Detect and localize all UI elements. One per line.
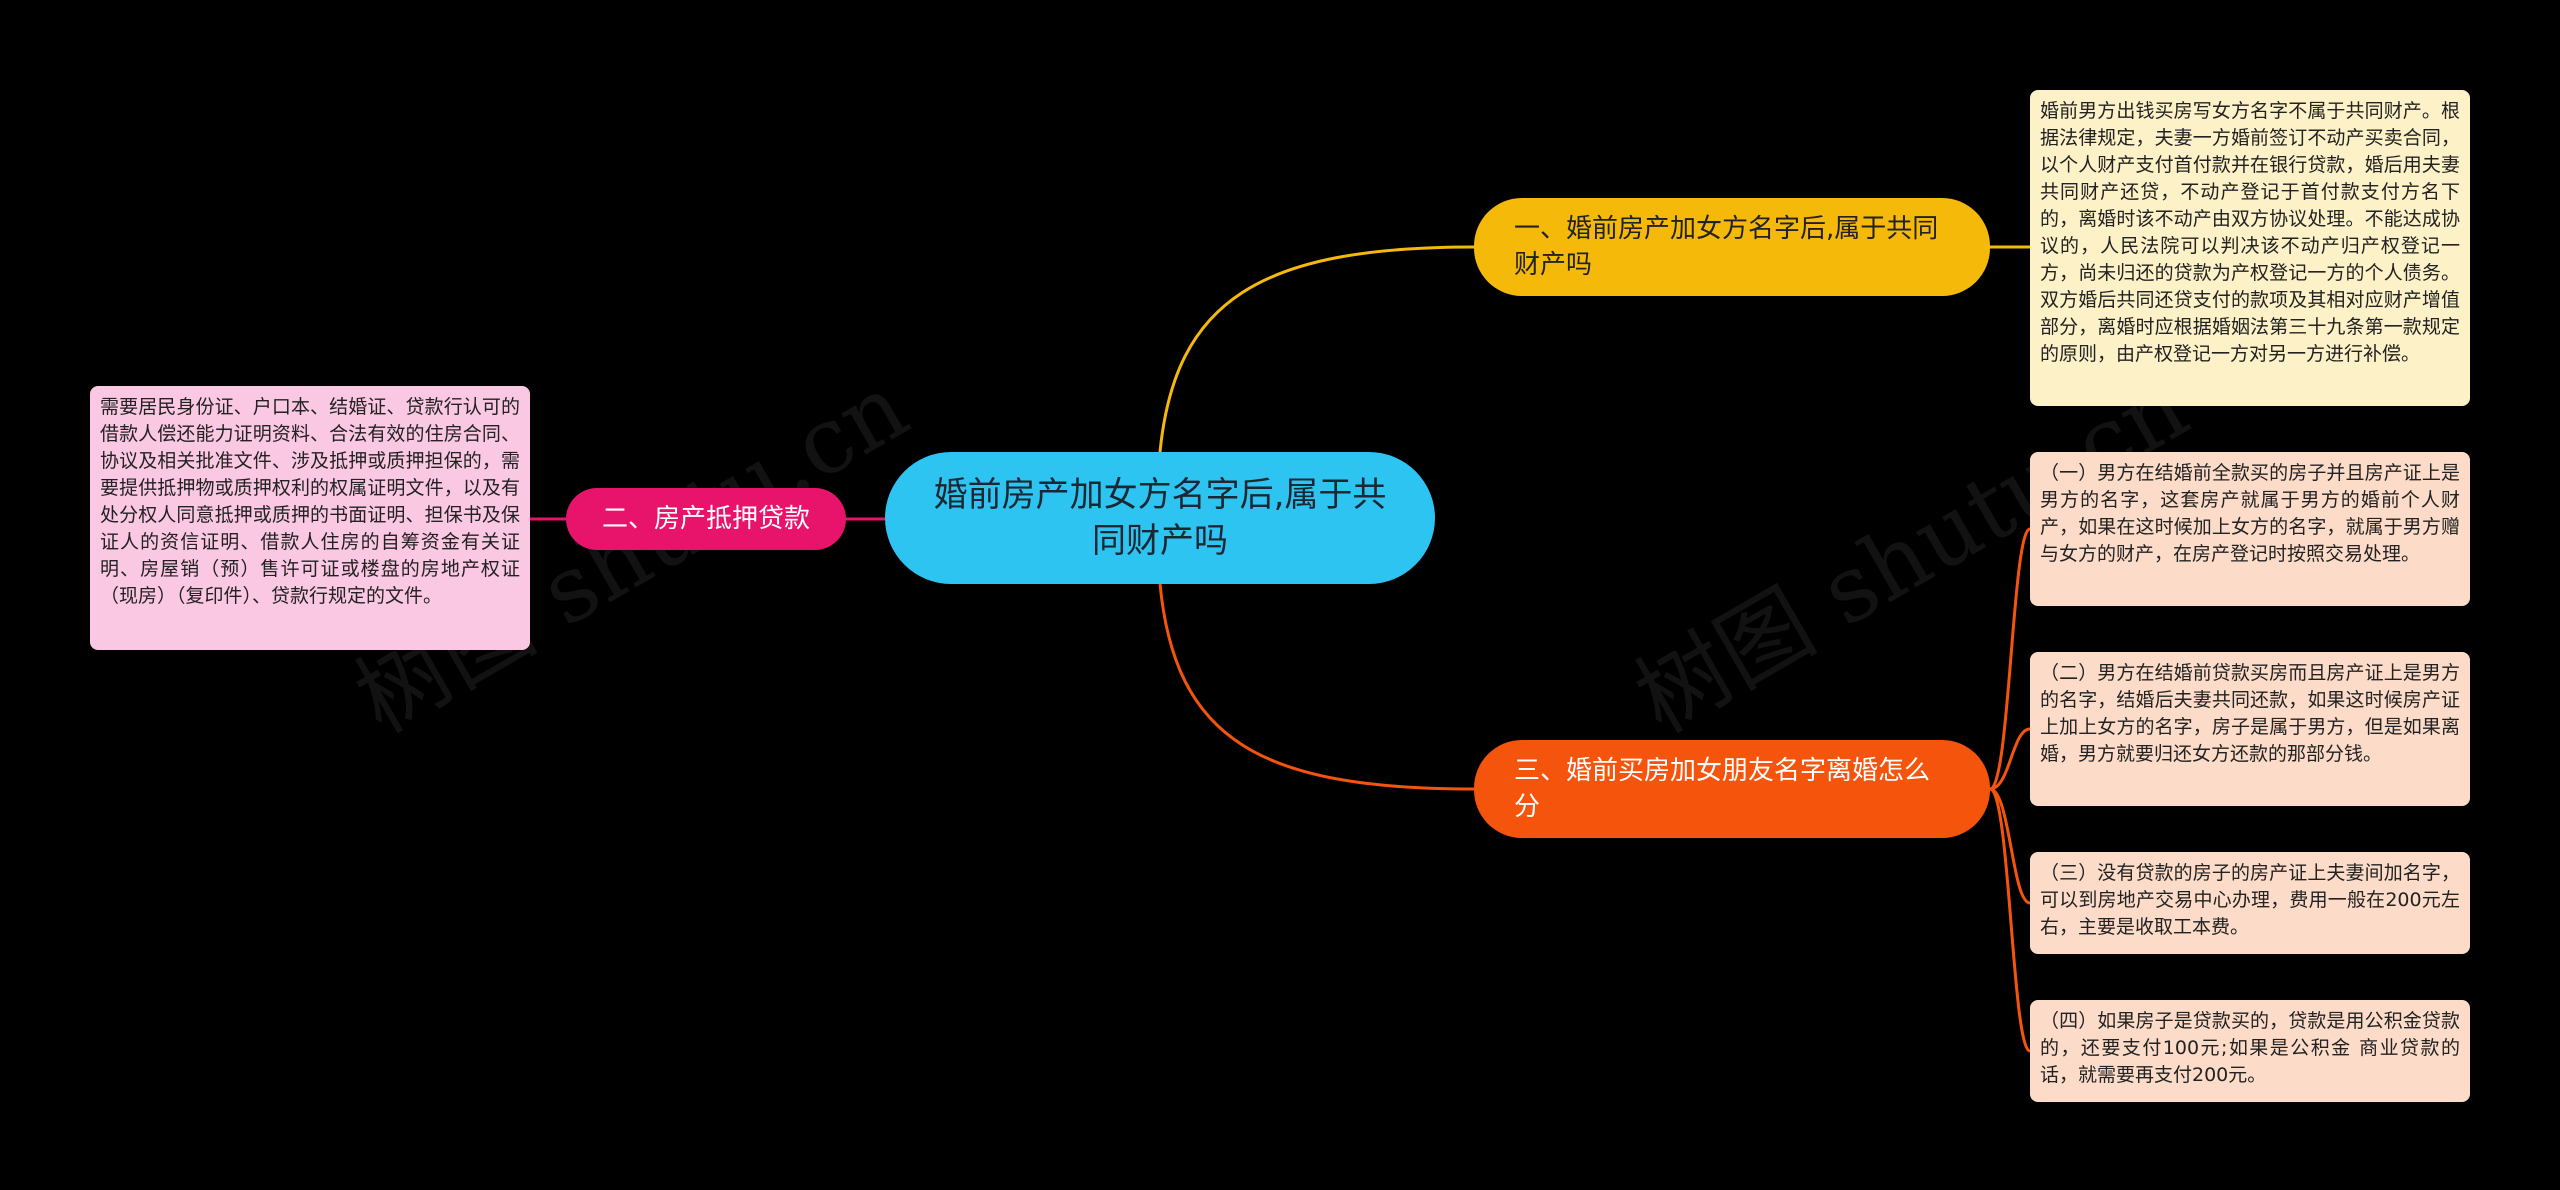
leaf-note-joint-property: 婚前男方出钱买房写女方名字不属于共同财产。根据法律规定，夫妻一方婚前签订不动产买… (2030, 90, 2470, 406)
link-topic3-leaf5 (1989, 787, 2031, 905)
link-root-topic3 (1158, 583, 1475, 791)
leaf-note-case-3: （三）没有贷款的房子的房产证上夫妻间加名字，可以到房地产交易中心办理，费用一般在… (2030, 852, 2470, 954)
leaf-text: 婚前男方出钱买房写女方名字不属于共同财产。根据法律规定，夫妻一方婚前签订不动产买… (2040, 100, 2460, 365)
link-topic3-leaf4 (1989, 727, 2031, 791)
leaf-note-mortgage-documents: 需要居民身份证、户口本、结婚证、贷款行认可的借款人偿还能力证明资料、合法有效的住… (90, 386, 530, 650)
leaf-text: （三）没有贷款的房子的房产证上夫妻间加名字，可以到房地产交易中心办理，费用一般在… (2040, 862, 2460, 938)
topic-node-divorce-division[interactable]: 三、婚前买房加女朋友名字离婚怎么分 (1474, 740, 1990, 838)
root-label: 婚前房产加女方名字后,属于共同财产吗 (933, 475, 1387, 561)
topic-label: 一、婚前房产加女方名字后,属于共同财产吗 (1514, 214, 1939, 280)
leaf-note-case-1: （一）男方在结婚前全款买的房子并且房产证上是男方的名字，这套房产就属于男方的婚前… (2030, 452, 2470, 606)
link-topic3-leaf3 (1989, 527, 2032, 791)
topic-label: 三、婚前买房加女朋友名字离婚怎么分 (1514, 756, 1931, 822)
topic-label: 二、房产抵押贷款 (601, 504, 810, 534)
link-topic3-leaf6 (1989, 787, 2032, 1053)
leaf-note-case-2: （二）男方在结婚前贷款买房而且房产证上是男方的名字，结婚后夫妻共同还款，如果这时… (2030, 652, 2470, 806)
leaf-text: 需要居民身份证、户口本、结婚证、贷款行认可的借款人偿还能力证明资料、合法有效的住… (100, 396, 520, 607)
link-root-topic1 (1158, 245, 1475, 453)
topic-node-mortgage-loan[interactable]: 二、房产抵押贷款 (566, 488, 846, 550)
leaf-text: （二）男方在结婚前贷款买房而且房产证上是男方的名字，结婚后夫妻共同还款，如果这时… (2040, 662, 2460, 765)
root-node[interactable]: 婚前房产加女方名字后,属于共同财产吗 (885, 452, 1435, 584)
leaf-text: （一）男方在结婚前全款买的房子并且房产证上是男方的名字，这套房产就属于男方的婚前… (2040, 462, 2460, 565)
topic-node-joint-property[interactable]: 一、婚前房产加女方名字后,属于共同财产吗 (1474, 198, 1990, 296)
leaf-note-case-4: （四）如果房子是贷款买的，贷款是用公积金贷款的，还要支付100元;如果是公积金 … (2030, 1000, 2470, 1102)
leaf-text: （四）如果房子是贷款买的，贷款是用公积金贷款的，还要支付100元;如果是公积金 … (2040, 1010, 2460, 1086)
